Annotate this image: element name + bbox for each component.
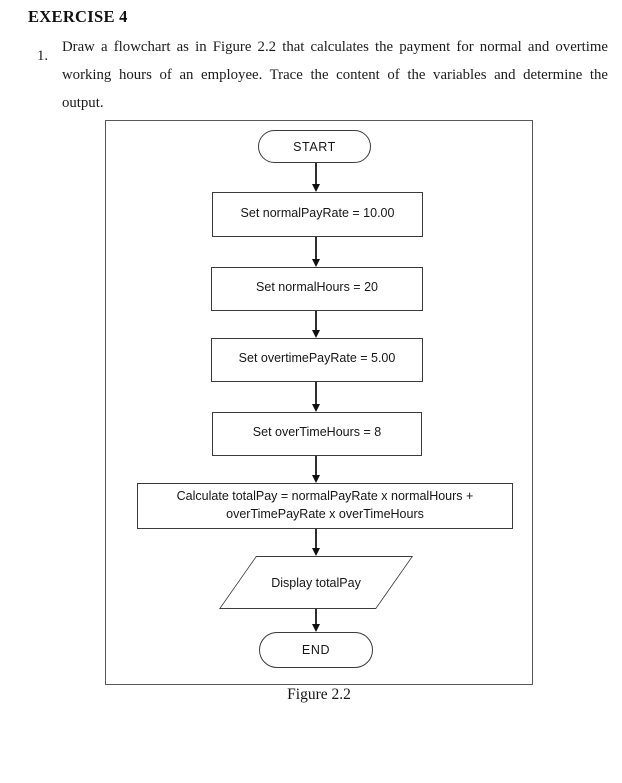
down-arrow-icon: [311, 529, 321, 556]
end-label: END: [301, 643, 331, 657]
down-arrow-icon: [311, 382, 321, 412]
flowchart-process-set-overtimehours: Set overTimeHours = 8: [212, 412, 422, 456]
down-arrow-icon: [311, 237, 321, 267]
process-label-line-2: overTimePayRate x overTimeHours: [226, 507, 424, 521]
flowchart-process-calculate-totalpay: Calculate totalPay = normalPayRate x nor…: [137, 483, 513, 529]
flowchart-terminal-end: END: [259, 632, 373, 668]
process-label: Set normalHours = 20: [256, 280, 378, 294]
flowchart-terminal-start: START: [258, 130, 371, 163]
process-label: Set overtimePayRate = 5.00: [238, 351, 396, 365]
down-arrow-icon: [311, 456, 321, 483]
process-label-line-1: Calculate totalPay = normalPayRate x nor…: [176, 488, 474, 503]
process-label: Set normalPayRate = 10.00: [240, 205, 395, 220]
io-label: Display totalPay: [271, 575, 361, 590]
flowchart-process-set-normalpayrate: Set normalPayRate = 10.00: [212, 192, 423, 237]
down-arrow-icon: [311, 311, 321, 338]
down-arrow-icon: [311, 163, 321, 192]
flowchart-process-set-overtimepayrate: Set overtimePayRate = 5.00: [211, 338, 423, 382]
question-number: 1.: [37, 48, 49, 64]
exercise-heading: EXERCISE 4: [28, 7, 128, 26]
question-line-2: working hours of an employee. Trace the …: [62, 67, 608, 83]
down-arrow-icon: [311, 609, 321, 632]
process-label: Set overTimeHours = 8: [252, 425, 382, 439]
start-label: START: [293, 139, 336, 154]
question-line-1: Draw a flowchart as in Figure 2.2 that c…: [62, 39, 608, 55]
question-line-3: output.: [62, 95, 104, 111]
flowchart-figure-frame: START Set normalPayRate = 10.00 Set norm…: [105, 120, 533, 685]
figure-caption: Figure 2.2: [287, 686, 351, 703]
flowchart-process-set-normalhours: Set normalHours = 20: [211, 267, 423, 311]
question-text: Draw a flowchart as in Figure 2.2 that c…: [62, 33, 608, 117]
flowchart-io-display-totalpay: Display totalPay: [219, 556, 414, 609]
